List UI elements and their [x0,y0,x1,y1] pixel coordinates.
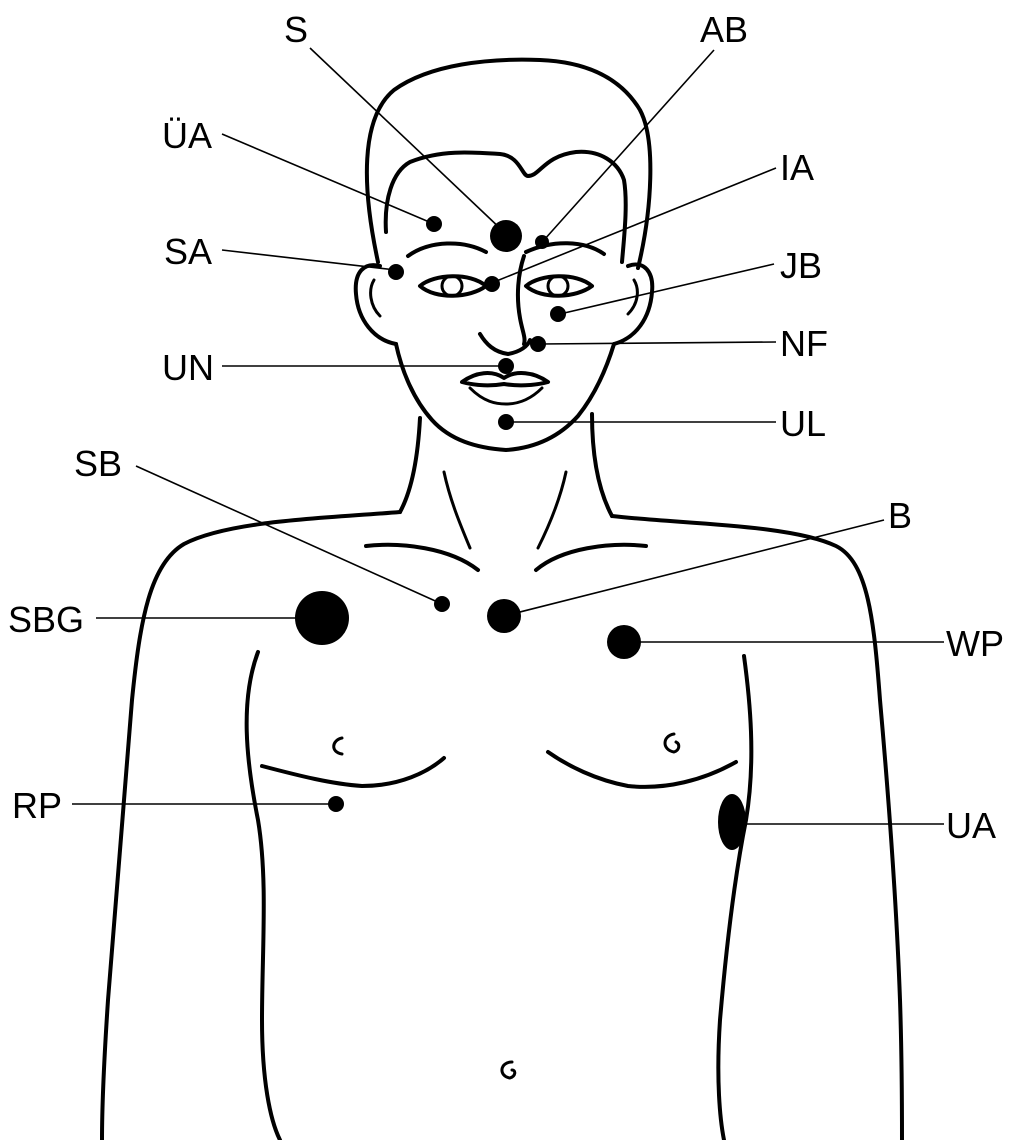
point-sb [434,596,450,612]
label-ab: AB [700,9,748,50]
label-sbg: SBG [8,599,84,640]
label-sb: SB [74,443,122,484]
leader-sb [136,466,442,604]
point-un [498,358,514,374]
label-b: B [888,495,912,536]
leader-sa [222,250,396,270]
neck-and-torso [102,414,902,1140]
point-ab [535,235,549,249]
point-sbg [295,591,349,645]
point-jb [550,306,566,322]
leader-b [504,520,884,616]
point-ia [484,276,500,292]
point-ua2 [718,794,746,850]
leader-jb [560,264,774,314]
point-s [490,220,522,252]
label-ua2: UA [946,805,996,846]
leader-ab [544,50,714,240]
point-sa [388,264,404,280]
label-wp: WP [946,623,1004,664]
label-s: S [284,9,308,50]
head-outline [356,60,653,450]
point-b [487,599,521,633]
point-ua1 [426,216,442,232]
label-ul: UL [780,403,826,444]
label-un: UN [162,347,214,388]
point-nf [530,336,546,352]
point-rp [328,796,344,812]
point-ul [498,414,514,430]
label-sa: SA [164,231,212,272]
label-jb: JB [780,245,822,286]
label-nf: NF [780,323,828,364]
label-rp: RP [12,785,62,826]
face-features [408,243,604,404]
label-ua1: ÜA [162,115,212,156]
leader-nf [540,342,776,344]
label-ia: IA [780,147,814,188]
leader-ua1 [222,134,434,224]
leader-s [310,48,504,232]
point-wp [607,625,641,659]
